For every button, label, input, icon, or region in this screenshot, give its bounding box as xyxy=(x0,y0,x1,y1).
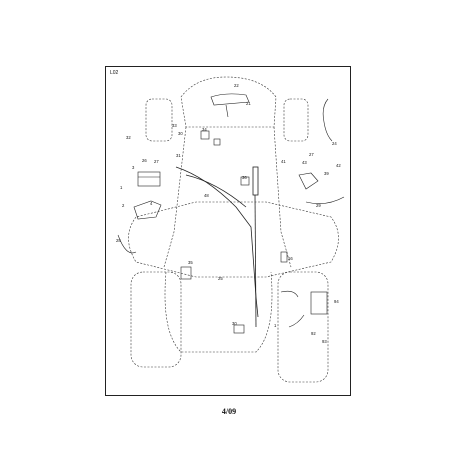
callout-label: 48 xyxy=(204,193,209,198)
battery-tray xyxy=(133,200,162,220)
callout-label: 42 xyxy=(336,163,341,168)
frame-outline-right xyxy=(273,126,292,268)
front-right-wheel-outline xyxy=(283,98,309,142)
left-lead-wire xyxy=(117,234,137,254)
callout-label: 33 xyxy=(172,123,177,128)
callout-label: 39 xyxy=(324,171,329,176)
callout-label: 30 xyxy=(232,321,237,326)
callout-label: 3 xyxy=(132,165,135,170)
callout-label: 1 xyxy=(274,323,277,328)
front-left-wheel-outline xyxy=(145,98,173,142)
callout-label: 27 xyxy=(154,159,159,164)
callout-label: 27 xyxy=(309,152,314,157)
callout-label: 31 xyxy=(176,153,181,158)
callout-label: 34 xyxy=(202,127,207,132)
right-lead-wire xyxy=(322,98,333,142)
rear-right-wheel-outline xyxy=(277,271,329,383)
callout-labels: 22 21 33 30 32 34 31 27 36 48 1 2 3 26 4… xyxy=(116,83,341,344)
switch-cluster xyxy=(180,130,288,334)
callout-label: 4 xyxy=(150,201,153,206)
callout-label: 29 xyxy=(316,203,321,208)
callout-label: 16 xyxy=(288,256,293,261)
callout-label: 92 xyxy=(311,331,316,336)
battery xyxy=(137,171,161,187)
callout-label: 22 xyxy=(234,83,239,88)
diagram-frame: L02 xyxy=(105,66,351,396)
seat-outline xyxy=(164,271,273,353)
callout-label: 41 xyxy=(281,159,286,164)
callout-label: 35 xyxy=(188,260,193,265)
callout-label: 32 xyxy=(126,135,131,140)
callout-label: 1 xyxy=(120,185,123,190)
callout-label: 28 xyxy=(116,238,121,243)
callout-label: 93 xyxy=(322,339,327,344)
deck-outline xyxy=(128,201,339,278)
rear-left-wheel-outline xyxy=(130,271,182,368)
frame-outline-left xyxy=(163,126,187,268)
page-date: 4/09 xyxy=(221,407,237,416)
callout-label: 36 xyxy=(242,175,247,180)
callout-label: 25 xyxy=(218,276,223,281)
main-harness xyxy=(175,166,259,328)
callout-label: 94 xyxy=(334,299,339,304)
harness-top xyxy=(210,93,250,118)
page-code: L02 xyxy=(110,70,119,76)
hood-outline xyxy=(180,76,277,128)
wiring-harness-diagram: 22 21 33 30 32 34 31 27 36 48 1 2 3 26 4… xyxy=(116,76,345,383)
callout-label: 30 xyxy=(178,131,183,136)
callout-label: 26 xyxy=(142,158,147,163)
callout-label: 43 xyxy=(302,160,307,165)
callout-label: 24 xyxy=(332,141,337,146)
right-side-wiring xyxy=(280,196,345,328)
callout-label: 21 xyxy=(246,101,251,106)
tractor-outline xyxy=(128,76,339,383)
callout-label: 2 xyxy=(122,203,125,208)
solenoid-assembly xyxy=(298,172,328,315)
